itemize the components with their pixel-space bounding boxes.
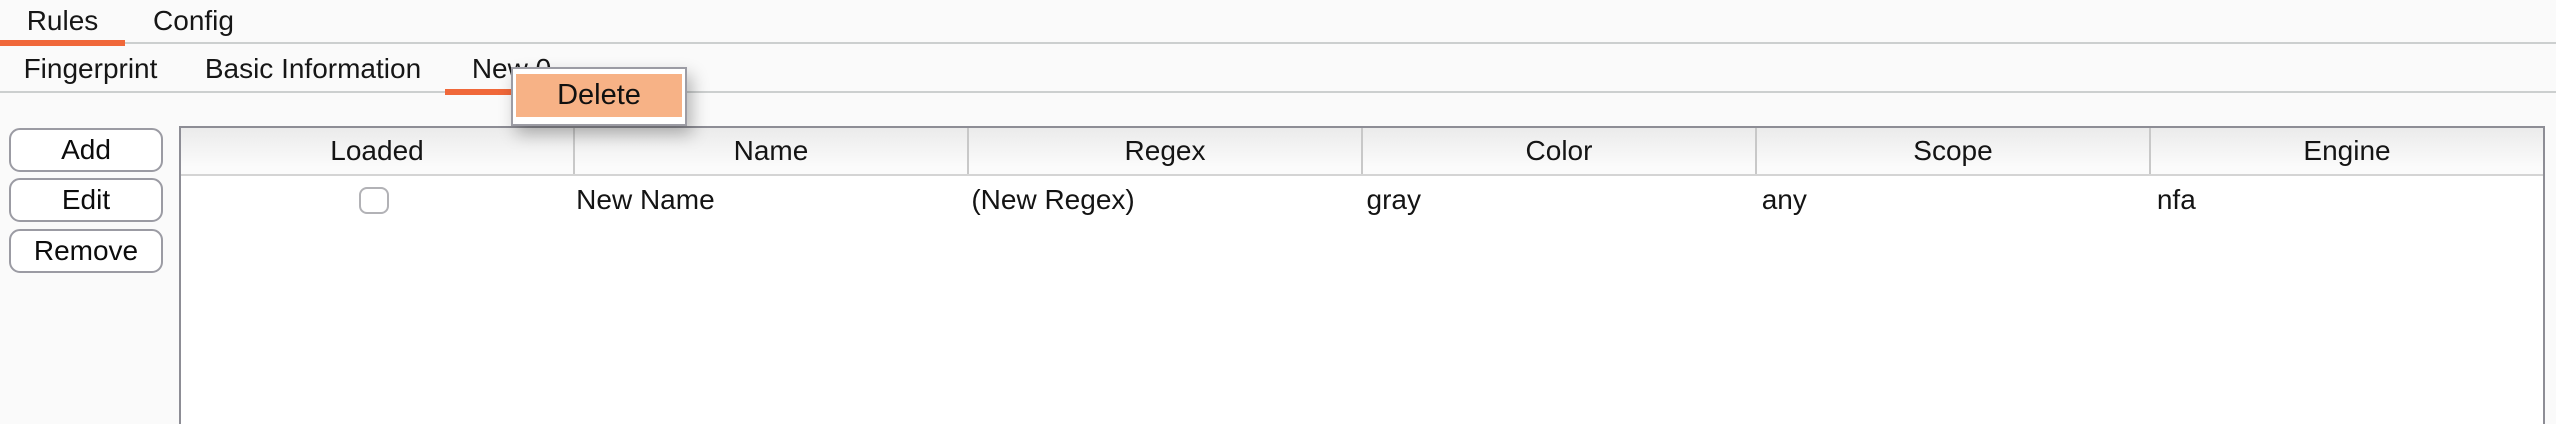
column-header-color[interactable]: Color xyxy=(1363,128,1757,174)
cell-name[interactable]: New Name xyxy=(576,184,715,215)
primary-tab-bar: Rules Config xyxy=(0,0,2556,46)
column-header-regex[interactable]: Regex xyxy=(969,128,1363,174)
tab-context-menu: Delete xyxy=(511,67,687,126)
cell-engine[interactable]: nfa xyxy=(2156,184,2196,215)
column-header-scope[interactable]: Scope xyxy=(1757,128,2151,174)
add-button[interactable]: Add xyxy=(9,128,163,172)
cell-color[interactable]: gray xyxy=(1366,184,1421,215)
column-header-engine[interactable]: Engine xyxy=(2303,135,2391,166)
tab-fingerprint[interactable]: Fingerprint xyxy=(23,52,158,84)
cell-loaded xyxy=(181,176,567,224)
table-header-row: Loaded Name Regex Color Scope Engine xyxy=(181,128,2543,176)
tab-rules[interactable]: Rules xyxy=(0,0,125,46)
column-header-name[interactable]: Name xyxy=(575,128,969,174)
secondary-tab-bar: Fingerprint Basic Information New 0 xyxy=(0,46,2556,95)
table-row[interactable]: New Name (New Regex) gray any nfa xyxy=(181,176,2543,224)
cell-scope[interactable]: any xyxy=(1761,184,1807,215)
column-header-loaded[interactable]: Loaded xyxy=(181,128,575,174)
context-menu-item-delete[interactable]: Delete xyxy=(516,74,682,117)
loaded-checkbox[interactable] xyxy=(359,186,390,214)
edit-button[interactable]: Edit xyxy=(9,178,163,222)
cell-regex[interactable]: (New Regex) xyxy=(971,184,1135,215)
tab-config[interactable]: Config xyxy=(153,5,234,36)
tab-basic-information[interactable]: Basic Information xyxy=(204,52,422,84)
rules-table: Loaded Name Regex Color Scope Engine New… xyxy=(179,126,2545,424)
remove-button[interactable]: Remove xyxy=(9,229,163,273)
